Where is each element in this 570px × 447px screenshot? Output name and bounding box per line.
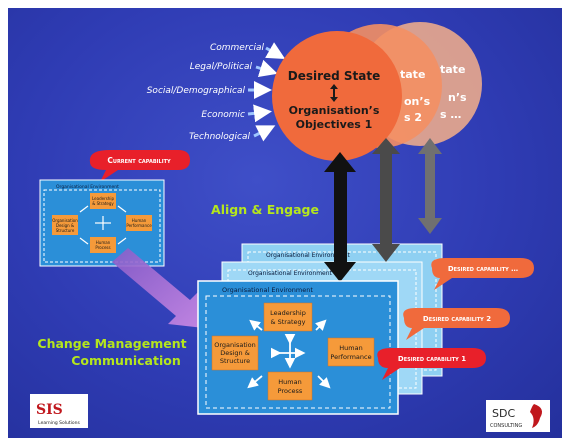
factor-arrow-technological <box>253 125 276 142</box>
sdc-logo: SDC CONSULTING <box>486 400 550 432</box>
align-engage-label: Align & Engage <box>211 202 319 217</box>
svg-text:SIS: SIS <box>36 402 63 418</box>
small-box-leadership <box>90 193 116 209</box>
svg-text:Process: Process <box>278 387 303 395</box>
desired-capability-tag-1: Desired capability 1 <box>377 348 486 380</box>
desired-capability-tag-2: Desired capability 2 <box>403 308 510 340</box>
svg-text:Structure: Structure <box>220 357 250 365</box>
box-human-process <box>267 371 313 401</box>
factor-label-economic: Economic <box>201 110 245 120</box>
env-label-front: Organisational Environment <box>222 286 313 294</box>
svg-text:Leadership: Leadership <box>270 309 306 317</box>
factor-arrow-economic <box>247 104 272 123</box>
svg-text:Structure: Structure <box>56 228 75 233</box>
desired-state-circle-front <box>272 31 402 161</box>
back-fragment-2: n’s <box>448 91 467 104</box>
svg-text:Leadership: Leadership <box>92 196 114 201</box>
desired-capability-panel-front: Organisational Environment Leadership & … <box>197 280 399 415</box>
factor-label-legal: Legal/Political <box>190 62 253 72</box>
back-fragment-1: tate <box>440 63 465 76</box>
small-box-organisation <box>52 215 78 235</box>
middle-fragment-3: s 2 <box>404 111 422 124</box>
svg-text:Desired capability …: Desired capability … <box>448 265 518 273</box>
small-env-label: Organisational Environment <box>56 184 119 190</box>
small-cross-arrows <box>79 205 127 245</box>
svg-text:Desired capability 1: Desired capability 1 <box>398 355 466 363</box>
bird-icon <box>530 404 542 428</box>
svg-text:Organisation: Organisation <box>214 341 256 349</box>
svg-text:Design &: Design & <box>220 349 250 357</box>
svg-text:Organisation: Organisation <box>52 218 78 223</box>
factor-arrow-legal <box>255 59 278 78</box>
transition-arrow <box>112 248 204 328</box>
external-factors: Commercial Legal/Political Social/Demogr… <box>147 42 286 142</box>
current-capability-label: Current capability <box>107 156 171 165</box>
svg-text:Process: Process <box>95 245 110 250</box>
small-box-human-performance <box>126 215 152 231</box>
desired-state-title: Desired State <box>288 69 381 83</box>
box-leadership <box>263 302 313 332</box>
env-label-back: Organisational Environment <box>266 252 351 259</box>
svg-text:Learning Solutions: Learning Solutions <box>38 420 80 426</box>
align-arrows <box>324 138 442 282</box>
change-management-line2: Communication <box>71 353 181 368</box>
factor-arrow-commercial <box>265 42 286 59</box>
back-fragment-3: s … <box>440 108 461 121</box>
svg-text:Human: Human <box>278 378 301 386</box>
svg-text:Performance: Performance <box>126 223 152 228</box>
middle-fragment-2: on’s <box>404 95 431 108</box>
svg-text:Human: Human <box>96 240 111 245</box>
svg-text:& Strategy: & Strategy <box>271 318 306 326</box>
align-arrow-gray-dark <box>372 138 400 262</box>
box-organisation <box>211 335 259 371</box>
env-label-middle: Organisational Environment <box>248 270 333 277</box>
change-management-line1: Change Management <box>37 336 186 351</box>
align-arrow-gray-light <box>418 138 442 234</box>
svg-text:Human: Human <box>132 218 147 223</box>
svg-text:Performance: Performance <box>330 353 371 361</box>
current-capability-tag: Current capability <box>89 150 190 182</box>
svg-text:Design &: Design & <box>56 223 74 228</box>
align-arrow-black <box>324 152 356 282</box>
svg-text:Desired capability 2: Desired capability 2 <box>423 315 491 323</box>
sis-logo: SIS Learning Solutions <box>30 394 88 428</box>
svg-text:SDC: SDC <box>492 407 515 420</box>
box-human-performance <box>327 337 375 367</box>
svg-text:& Strategy: & Strategy <box>92 201 114 206</box>
desired-state-circles: tate n’s s … tate on’s s 2 Desired State… <box>272 22 482 161</box>
cross-arrows-icon <box>247 319 331 389</box>
svg-text:CONSULTING: CONSULTING <box>490 423 522 429</box>
small-box-human-process <box>90 237 116 253</box>
factor-label-technological: Technological <box>189 132 250 142</box>
objectives-line1: Organisation’s <box>289 104 380 117</box>
objectives-line2: Objectives 1 <box>296 118 373 131</box>
middle-fragment-1: tate <box>400 68 425 81</box>
factor-label-commercial: Commercial <box>210 43 265 53</box>
factor-label-social: Social/Demographical <box>147 86 246 96</box>
desired-capability-tag-ellipsis: Desired capability … <box>431 258 534 290</box>
current-capability-diagram: Organisational Environment Leadership & … <box>39 179 165 267</box>
svg-text:Human: Human <box>339 344 362 352</box>
